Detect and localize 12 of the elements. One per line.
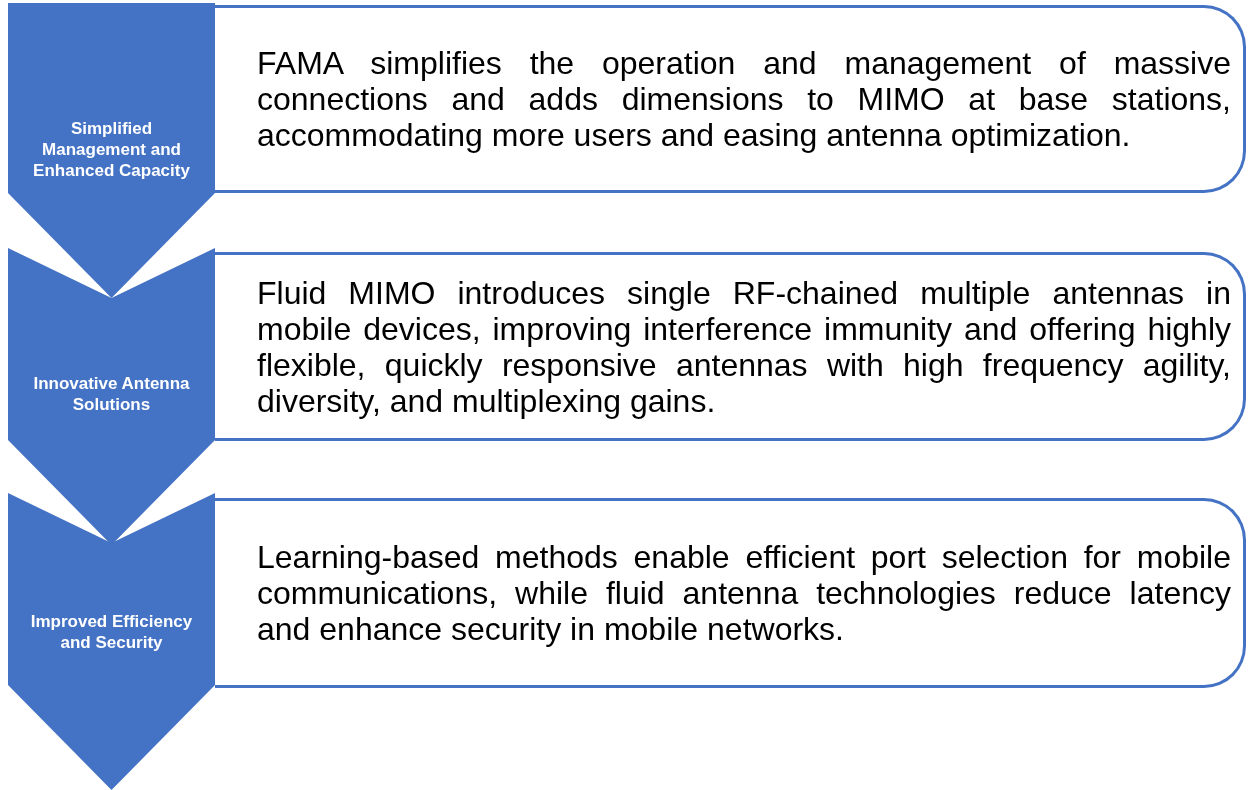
description-text: Fluid MIMO introduces single RF-chained multiple antennas in mobile devices, improving interference immunity and offering highly flexible, quickly responsive antennas with high frequency agility, diversity, and multiplexing gains.: [257, 274, 1231, 419]
chevron-label: Innovative Antenna Solutions: [32, 373, 191, 415]
chevron-label: Simplified Management and Enhanced Capacity: [32, 118, 191, 181]
chevron-shape: [8, 248, 215, 545]
text-panel: [215, 498, 1246, 688]
text-panel: [215, 252, 1246, 441]
description-text: FAMA simplifies the operation and management of massive connections and adds dimensions to MIMO at base stations, accommodating more users and easing antenna optimization.: [257, 45, 1231, 153]
description-text: Learning-based methods enable efficient port selection for mobile communications, while fluid antenna technologies reduce latency and enhance security in mobile networks.: [257, 539, 1231, 647]
text-panel: [215, 5, 1246, 193]
chevron-shape: [8, 3, 215, 298]
chevron-label: Improved Efficiency and Security: [29, 611, 194, 653]
chevron-shape: [8, 493, 215, 790]
